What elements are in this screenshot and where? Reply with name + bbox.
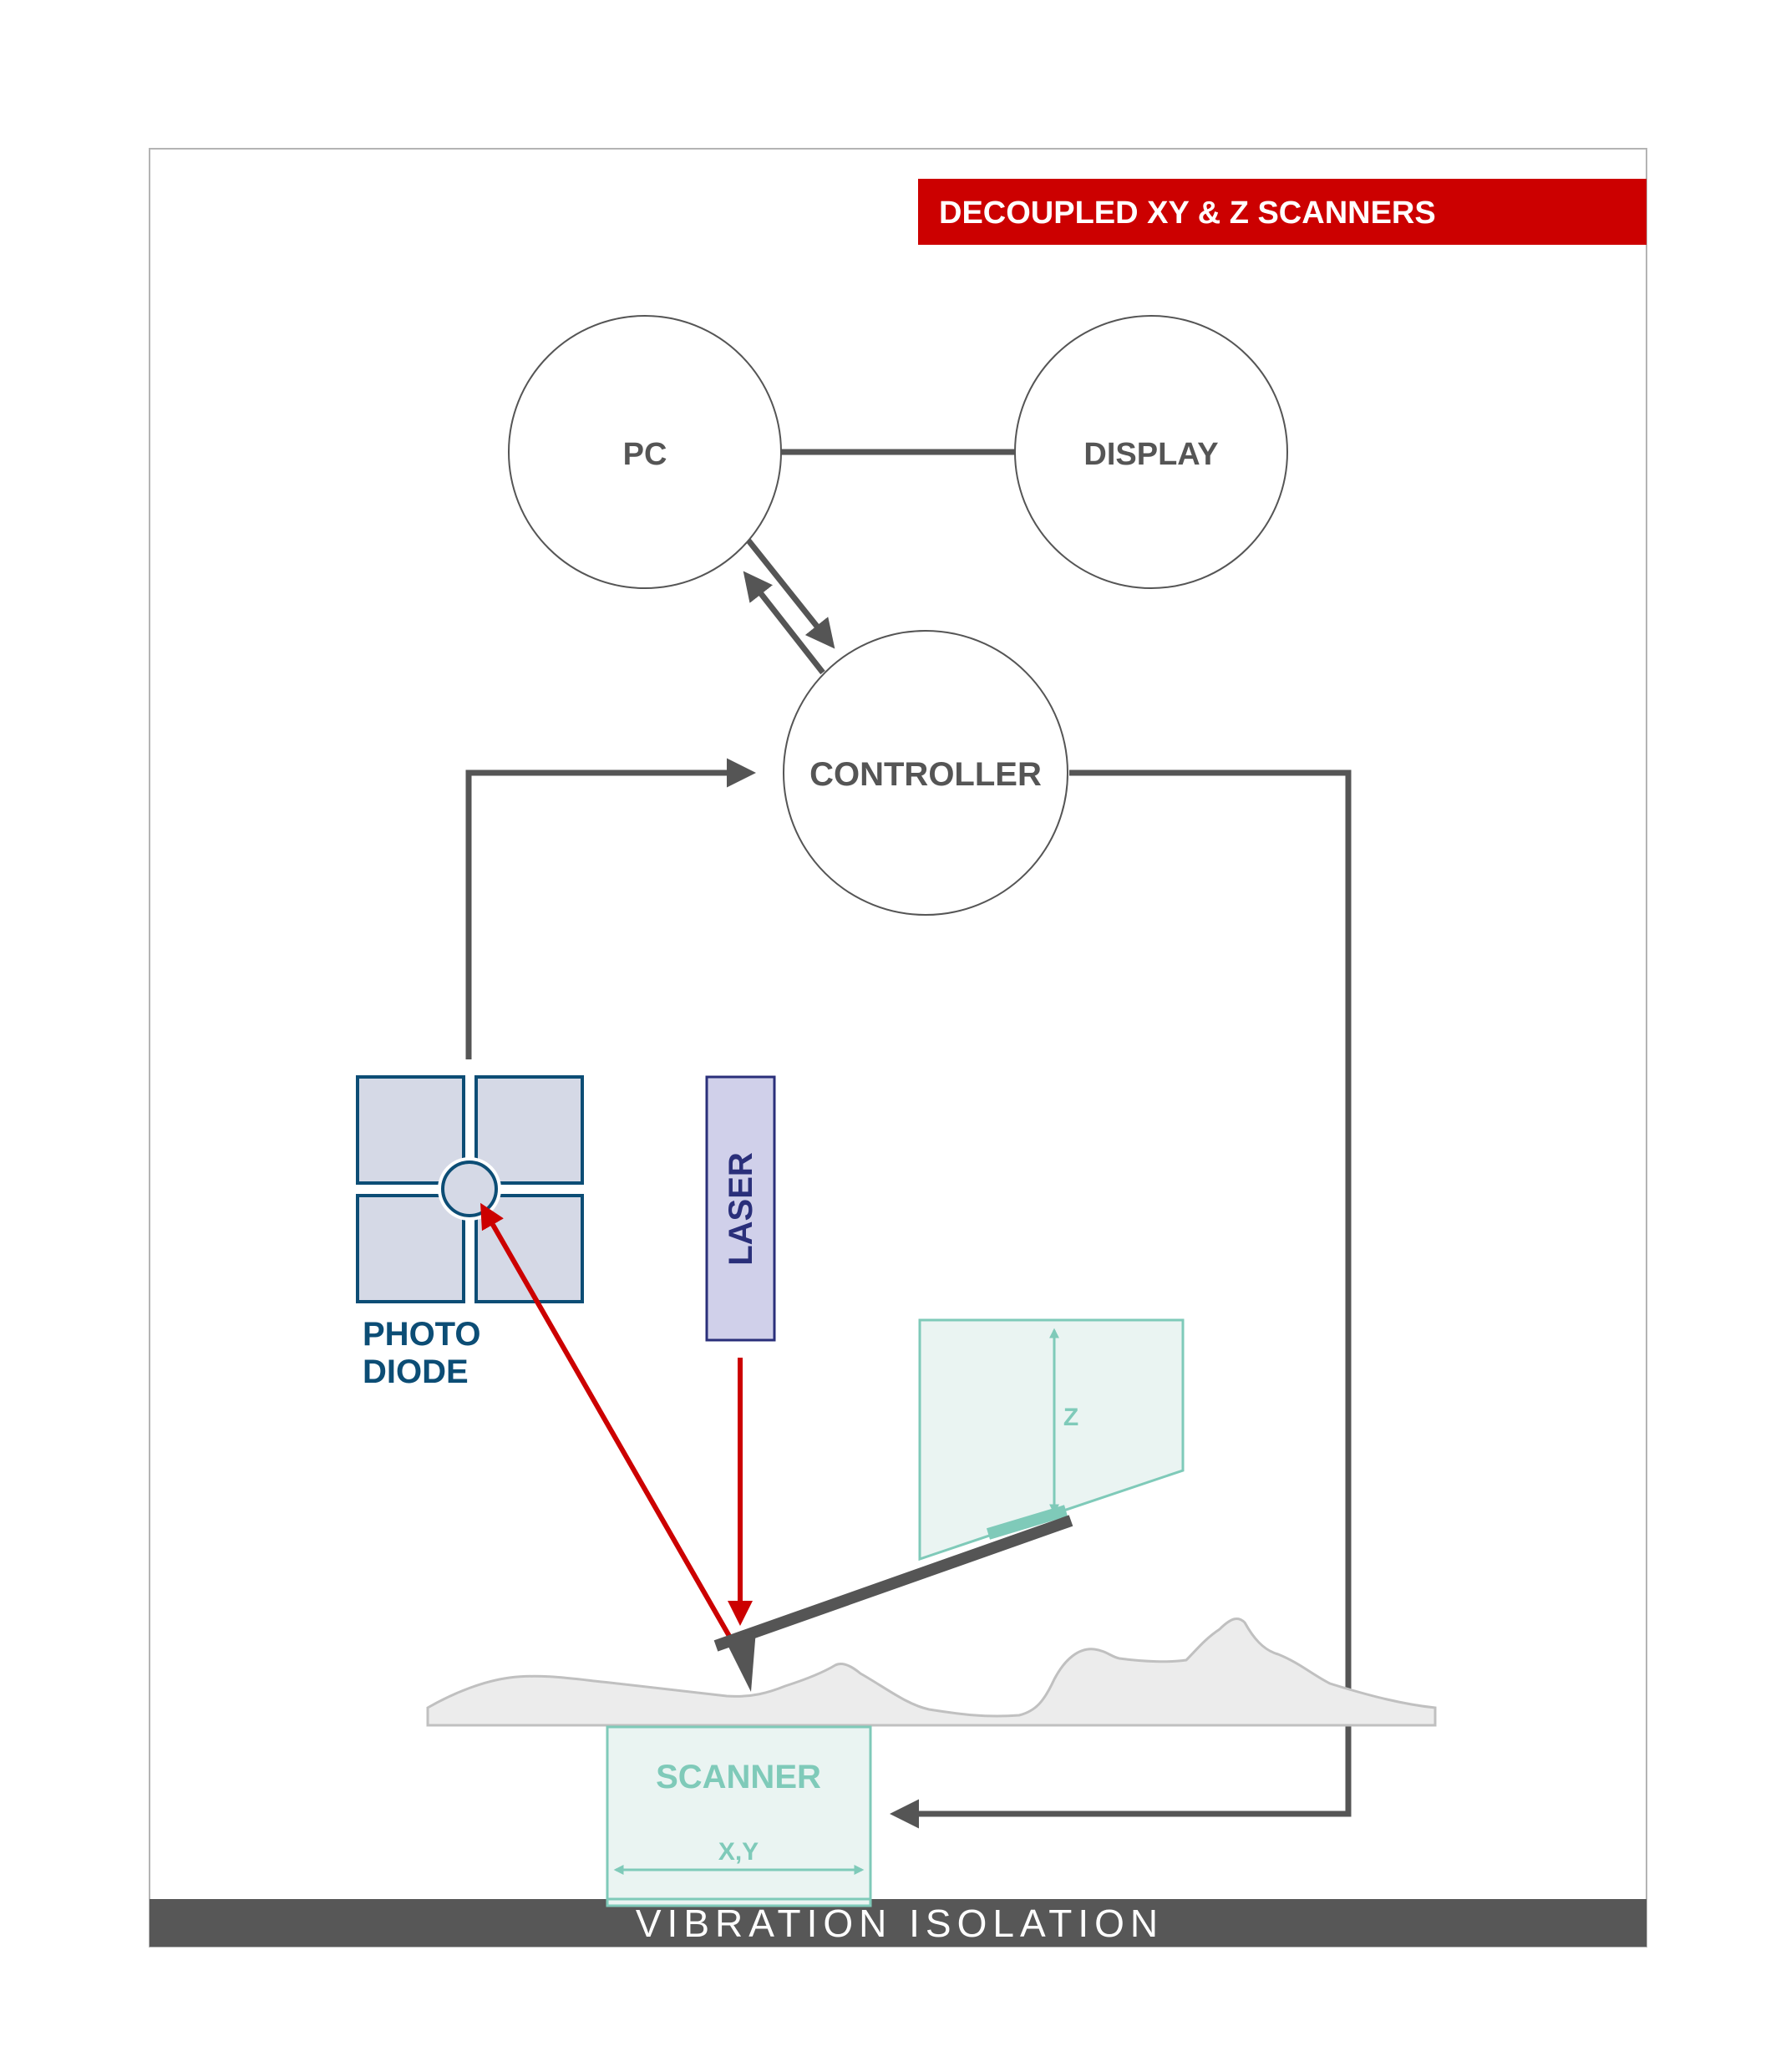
- laser-beam-reflected: [480, 1202, 733, 1639]
- vibration-isolation-bar: [150, 1899, 1647, 1947]
- outer-frame: [149, 148, 1647, 1948]
- xy-scanner-base-overlap: [606, 1897, 872, 1907]
- xy-scanner-box: [606, 1725, 872, 1901]
- controller-node: [783, 630, 1068, 916]
- controller-to-pc-arrow: [743, 571, 825, 675]
- pc-to-controller-arrow: [746, 538, 835, 649]
- pc-label: PC: [623, 437, 667, 472]
- laser-box: [705, 1075, 776, 1342]
- z-scanner-mount: [986, 1505, 1068, 1540]
- photodiode-quadrant-tr: [474, 1075, 584, 1185]
- controller-label: CONTROLLER: [809, 756, 1042, 793]
- cantilever: [713, 1515, 1073, 1652]
- controller-to-scanner-path: [890, 769, 1352, 1829]
- photodiode-spot: [441, 1160, 498, 1217]
- cantilever-tip: [725, 1630, 756, 1692]
- sample-surface: [426, 1617, 1437, 1727]
- display-node: [1014, 315, 1288, 589]
- vibration-isolation-label: VIBRATION ISOLATION: [636, 1902, 1164, 1945]
- pc-node: [508, 315, 782, 589]
- photodiode-quadrant-bl: [356, 1194, 465, 1303]
- photodiode-quadrant-tl: [356, 1075, 465, 1185]
- photodiode-label-line1: PHOTO: [363, 1316, 481, 1353]
- display-label: DISPLAY: [1083, 437, 1218, 472]
- title-banner: [918, 179, 1647, 245]
- banner-title: DECOUPLED XY & Z SCANNERS: [939, 196, 1436, 231]
- photodiode-label-line2: DIODE: [363, 1353, 469, 1390]
- laser-label: LASER: [723, 1152, 759, 1266]
- scanner-label: SCANNER: [656, 1759, 821, 1795]
- photodiode-to-controller-path: [465, 758, 756, 1059]
- z-axis-label: Z: [1063, 1404, 1078, 1431]
- xy-axis-label: X,Y: [718, 1838, 759, 1866]
